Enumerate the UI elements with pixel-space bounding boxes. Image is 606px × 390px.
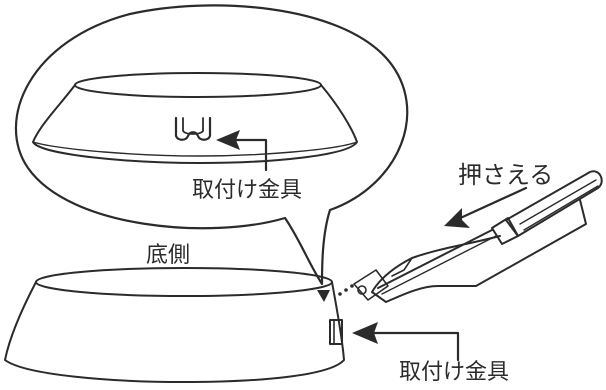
screwdriver-icon [377, 170, 603, 295]
inset-arrow [216, 130, 268, 172]
bracket-arrow [352, 322, 460, 362]
hand-icon [338, 199, 587, 303]
bottom-side-label: 底側 [146, 243, 190, 268]
callout-bubble [14, 4, 409, 286]
press-arrow [444, 186, 528, 228]
inset-bracket [174, 116, 212, 141]
pointer-arrow [317, 290, 330, 302]
main-bracket [329, 319, 343, 345]
main-bowl [4, 267, 345, 383]
inset-bowl [32, 72, 358, 164]
bracket-label-inset: 取付け金具 [192, 178, 302, 203]
bracket-label-main: 取付け金具 [399, 360, 509, 385]
press-label: 押さえる [458, 161, 553, 189]
